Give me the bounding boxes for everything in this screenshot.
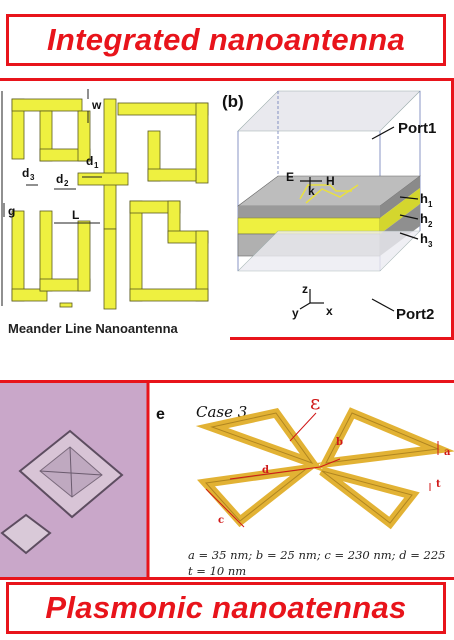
- layer-h1-label: h: [420, 191, 428, 206]
- dim-t-label: t: [436, 479, 441, 490]
- panel-de-figure: e Case 3 ε: [0, 383, 454, 578]
- params-line-2: t = 10 nm: [188, 564, 246, 578]
- panel-integrated-nanoantenna: w d 3 d 2 d 1 g L Meander Line Nanoanten…: [0, 78, 454, 343]
- dim-L-label: L: [72, 208, 79, 222]
- meander-caption: Meander Line Nanoantenna: [8, 321, 179, 336]
- dim-d3-label: d: [22, 166, 29, 180]
- panel-ab-figure: w d 3 d 2 d 1 g L Meander Line Nanoanten…: [0, 81, 436, 343]
- dim-d2-label: d: [56, 172, 63, 186]
- bowtie-nanoantenna-drawing: e Case 3 ε: [156, 390, 454, 578]
- banner-bottom-title: Plasmonic nanoatennas: [45, 590, 407, 625]
- axis-y-label: y: [292, 306, 299, 320]
- layer-h3-sub: 3: [428, 240, 433, 249]
- meander-line-drawing: w d 3 d 2 d 1 g L Meander Line Nanoanten…: [0, 81, 230, 343]
- layer-h1-sub: 1: [428, 200, 433, 209]
- field-h-label: H: [326, 174, 335, 188]
- field-e-label: E: [286, 170, 294, 184]
- axis-z-label: z: [302, 282, 308, 296]
- params-line-1: a = 35 nm; b = 25 nm; c = 230 nm; d = 22…: [188, 548, 445, 562]
- dim-a-label: a: [444, 447, 451, 458]
- dim-w-label: w: [91, 98, 102, 112]
- crystal-micrograph-image: [0, 383, 148, 577]
- dim-d1-label: d: [86, 154, 93, 168]
- dim-g-label: g: [8, 204, 15, 218]
- case-label: Case 3: [196, 403, 247, 421]
- dim-d2-sub: 2: [64, 179, 69, 188]
- layer-h3-label: h: [420, 231, 428, 246]
- banner-integrated-nanoantenna: Integrated nanoantenna: [6, 14, 446, 66]
- port1-label: Port1: [398, 120, 436, 137]
- epsilon-label: ε: [310, 390, 320, 414]
- layered-structure-drawing: (b): [222, 90, 436, 323]
- dim-b-label: b: [336, 437, 343, 448]
- panel-plasmonic-nanoantennas: e Case 3 ε: [0, 380, 454, 580]
- layer-h2-label: h: [420, 211, 428, 226]
- banner-plasmonic-nanoatennas: Plasmonic nanoatennas: [6, 582, 446, 634]
- layer-h2-sub: 2: [428, 220, 433, 229]
- axis-x-label: x: [326, 304, 333, 318]
- panel-e-label: e: [156, 406, 165, 423]
- banner-top-title: Integrated nanoantenna: [47, 22, 405, 57]
- field-k-label: k: [308, 184, 315, 198]
- dim-d1-sub: 1: [94, 161, 99, 170]
- dim-c-label: c: [218, 515, 224, 526]
- dim-d-label: d: [262, 465, 269, 476]
- dim-d3-sub: 3: [30, 173, 35, 182]
- port2-label: Port2: [396, 306, 434, 323]
- panel-b-label: (b): [222, 92, 244, 111]
